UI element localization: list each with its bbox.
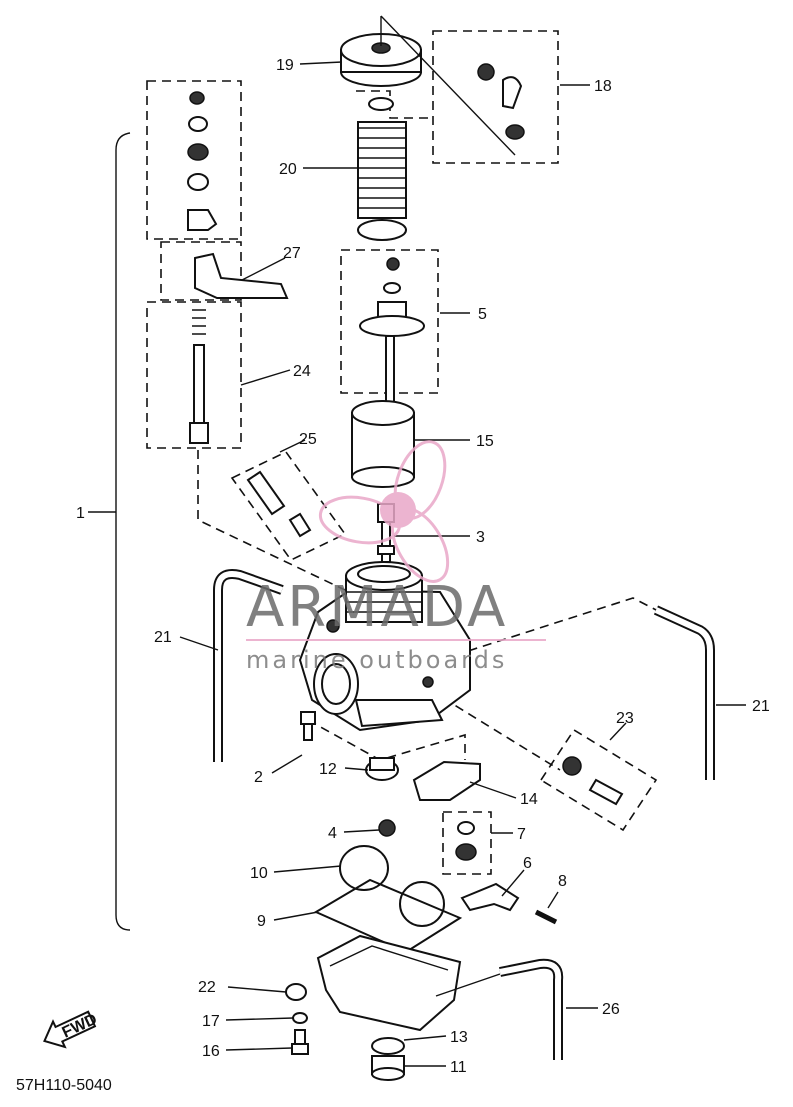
washer-19 xyxy=(368,97,394,111)
screw-16 xyxy=(291,1029,309,1055)
fwd-arrow: FWD xyxy=(43,1010,100,1049)
watermark-tagline: marine outboards xyxy=(246,646,507,674)
callout-22: 22 xyxy=(198,979,216,996)
box-27 xyxy=(160,241,242,301)
callout-11: 11 xyxy=(450,1059,467,1076)
box-23 xyxy=(539,728,658,832)
callout-13: 13 xyxy=(450,1029,468,1046)
screw-24 xyxy=(189,309,209,444)
callout-27: 27 xyxy=(283,245,301,262)
watermark: ARMADA marine outboards xyxy=(246,440,546,674)
box-7 xyxy=(442,811,492,875)
callout-18: 18 xyxy=(594,78,612,95)
callout-labels: 19 18 20 27 5 24 15 25 3 1 21 21 23 2 12… xyxy=(76,57,770,1076)
callout-23: 23 xyxy=(616,710,634,727)
part-7a xyxy=(457,821,475,835)
callout-20: 20 xyxy=(279,161,297,178)
callout-16: 16 xyxy=(202,1043,220,1060)
callout-1: 1 xyxy=(76,505,85,522)
callout-12: 12 xyxy=(319,761,337,778)
part-7b xyxy=(455,843,477,861)
part-13 xyxy=(371,1037,405,1055)
part-code: 57H110-5040 xyxy=(16,1077,112,1094)
box-18 xyxy=(432,30,559,164)
callout-7: 7 xyxy=(517,826,526,843)
callout-21-left: 21 xyxy=(154,629,172,646)
screw-2 xyxy=(300,711,316,741)
plate-27 xyxy=(194,252,289,299)
float-10b xyxy=(399,881,445,927)
needle-assembly-5 xyxy=(359,257,425,417)
callout-15: 15 xyxy=(476,433,494,450)
cap-19 xyxy=(340,16,422,87)
callout-10: 10 xyxy=(250,865,268,882)
callout-21-right: 21 xyxy=(752,698,770,715)
box-24 xyxy=(146,301,242,449)
callout-6: 6 xyxy=(523,855,532,872)
dash-19 xyxy=(356,90,433,119)
dash-12-14 xyxy=(307,719,466,761)
air-screw-25 xyxy=(246,470,312,538)
float-bowl xyxy=(316,934,462,1032)
box-pilot-screw xyxy=(146,80,242,240)
callout-8: 8 xyxy=(558,873,567,890)
pin-8 xyxy=(534,909,558,925)
carburetor-body xyxy=(298,561,471,732)
pilot-screw-parts xyxy=(187,91,218,231)
callout-5: 5 xyxy=(478,306,487,323)
part-22 xyxy=(285,983,307,1001)
clip-6 xyxy=(460,882,520,912)
callout-3: 3 xyxy=(476,529,485,546)
gasket-9 xyxy=(313,878,463,954)
parts xyxy=(187,15,715,1081)
hose-21-right-inner xyxy=(654,607,713,780)
leader-lines xyxy=(88,61,746,1067)
dash-23-to-body xyxy=(429,689,561,771)
plate-14 xyxy=(412,760,481,801)
callout-25: 25 xyxy=(299,431,317,448)
callout-19: 19 xyxy=(276,57,294,74)
dash-24-to-body xyxy=(197,450,346,591)
callout-24: 24 xyxy=(293,363,311,380)
propeller-logo xyxy=(318,440,450,583)
bracket-1 xyxy=(115,132,131,931)
part-17 xyxy=(292,1012,308,1024)
callout-9: 9 xyxy=(257,913,266,930)
hose-26 xyxy=(499,958,564,1060)
callout-26: 26 xyxy=(602,1001,620,1018)
screw-set-23 xyxy=(562,756,624,806)
jet-12 xyxy=(365,757,399,781)
drain-plug-11 xyxy=(371,1055,405,1081)
hose-21-left-inner xyxy=(215,571,284,762)
callout-17: 17 xyxy=(202,1013,220,1030)
hose-21-right xyxy=(653,605,715,780)
callout-2: 2 xyxy=(254,769,263,786)
nut-4 xyxy=(378,819,396,837)
float-10a xyxy=(339,845,389,891)
watermark-brand: ARMADA xyxy=(246,575,508,640)
hose-26-inner xyxy=(499,960,562,1060)
fitting-18 xyxy=(380,15,525,156)
callout-4: 4 xyxy=(328,825,337,842)
throttle-valve-15 xyxy=(351,400,415,488)
spring-20 xyxy=(357,121,407,241)
callout-14: 14 xyxy=(520,791,538,808)
